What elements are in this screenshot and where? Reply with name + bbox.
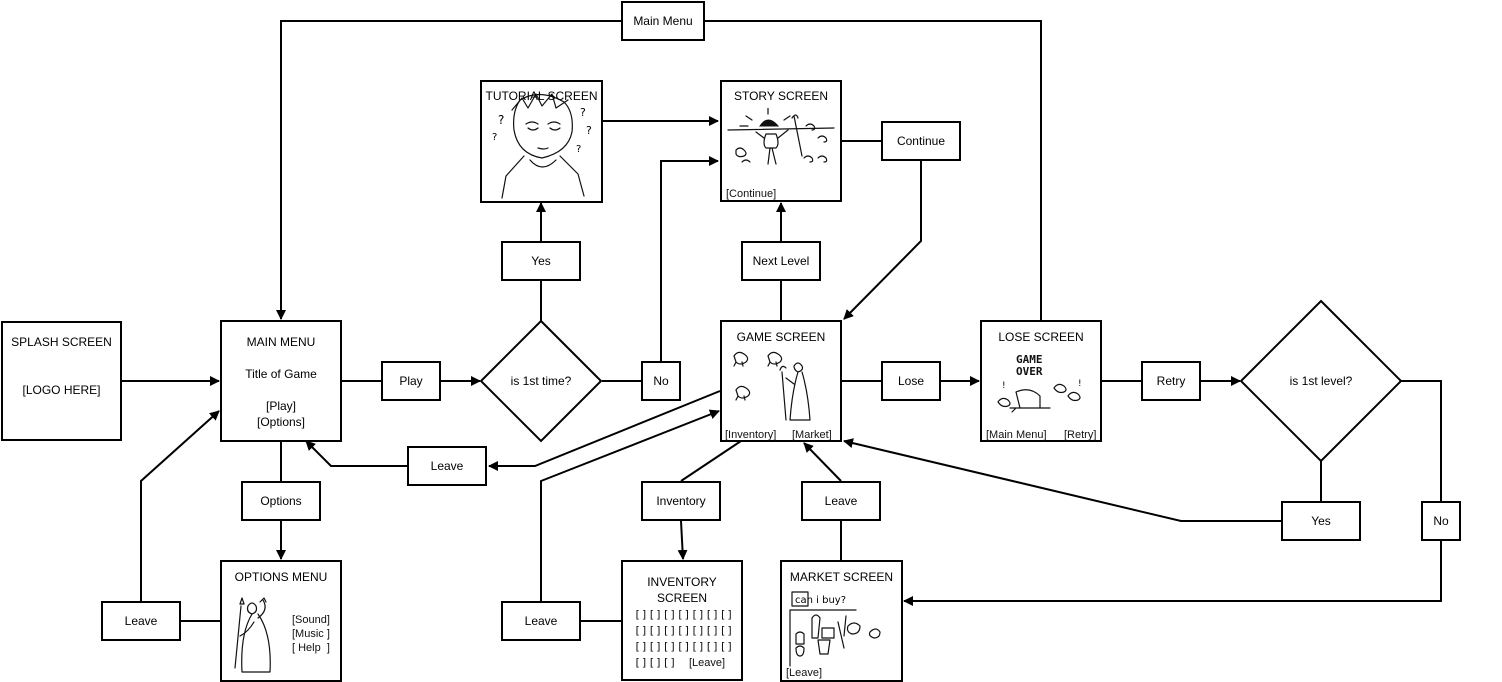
main-menu-game-title: Title of Game: [245, 367, 317, 381]
market-screen-title: MARKET SCREEN: [789, 570, 894, 584]
market-bubble-text: can i buy?: [795, 595, 846, 606]
edge-losescreen-to-mainmenu: [705, 20, 1042, 320]
edge-label-no-story: No: [641, 361, 681, 401]
story-screen-node: STORY SCREEN [Continue]: [720, 80, 842, 202]
edge-label-continue: Continue: [881, 121, 961, 161]
edge-label-leave-options: Leave: [101, 601, 181, 641]
edge-inventory-to-invscreen: [677, 520, 688, 560]
edge-continue-to-game: [843, 161, 922, 320]
edge-label-options: Options: [241, 481, 321, 521]
edge-leave-to-game-2: [803, 442, 842, 482]
splash-screen-node: SPLASH SCREEN [LOGO HERE]: [1, 321, 122, 441]
inventory-grid-row-4: [][][]: [634, 656, 677, 669]
market-leave-button: [Leave]: [786, 667, 823, 679]
edge-mainmenu-label-to-main: [276, 20, 621, 320]
options-music-item: [Music ]: [292, 628, 330, 640]
edge-label-main-menu: Main Menu: [621, 1, 705, 41]
decision-first-time-label: is 1st time?: [510, 374, 572, 388]
options-menu-title: OPTIONS MENU: [234, 570, 328, 584]
inventory-screen-node: INVENTORY SCREEN [][][][][][][] [][][][]…: [621, 560, 743, 681]
game-screen-node: GAME SCREEN [Inventory] [Market]: [720, 320, 842, 442]
edge-label-play: Play: [381, 361, 441, 401]
lose-retry-button: [Retry]: [1064, 429, 1097, 441]
inventory-leave-button: [Leave]: [689, 657, 726, 669]
edge-label-leave-game: Leave: [407, 446, 487, 486]
lose-screen-title: LOSE SCREEN: [998, 330, 1084, 344]
decision-first-level-label: is 1st level?: [1289, 374, 1353, 388]
svg-text:?: ?: [498, 113, 504, 127]
edge-label-yes-tutorial: Yes: [501, 241, 581, 281]
svg-text:?: ?: [586, 124, 592, 137]
edge-leave-to-main-2: [140, 410, 220, 601]
game-market-button: [Market]: [792, 429, 832, 441]
options-help-item: [ Help ]: [292, 642, 330, 654]
svg-text:?: ?: [576, 144, 581, 155]
inventory-screen-title-line1: INVENTORY: [647, 575, 717, 589]
edge-yes-to-game: [843, 438, 1281, 522]
edge-label-retry: Retry: [1141, 361, 1201, 401]
edge-game-to-leave: [488, 390, 721, 471]
edge-label-lose: Lose: [881, 361, 941, 401]
edge-level-to-no: [1401, 380, 1442, 501]
game-inventory-button: [Inventory]: [725, 429, 777, 441]
options-wizard-sketch: [234, 597, 271, 673]
decision-first-level-shape: [1239, 299, 1403, 463]
tutorial-screen-title: TUTORIAL SCREEN: [485, 89, 598, 103]
inventory-screen-title-line2: SCREEN: [656, 591, 707, 605]
edge-label-no-level: No: [1421, 501, 1461, 541]
edge-no-to-story: [660, 156, 719, 361]
tutorial-screen-node: ? ? ? ? ? TUTORIAL SCREEN: [480, 80, 603, 203]
lose-gameover-art-line1: GAME: [1016, 353, 1043, 366]
inventory-grid-row-1: [][][][][][][]: [634, 608, 734, 621]
splash-screen-logo-placeholder: [LOGO HERE]: [22, 383, 101, 397]
edge-label-inventory: Inventory: [641, 481, 721, 521]
story-continue-button: [Continue]: [726, 188, 777, 200]
market-shop-sketch: can i buy?: [789, 591, 881, 667]
edge-label-yes-level: Yes: [1281, 501, 1361, 541]
svg-text:!: !: [1078, 379, 1082, 389]
edge-game-to-inventory: [680, 440, 742, 482]
inventory-grid-row-3: [][][][][][][]: [634, 640, 734, 653]
main-menu-node: MAIN MENU Title of Game [Play] [Options]: [220, 320, 342, 442]
story-scene-sketch: [727, 108, 835, 165]
edge-label-next-level: Next Level: [741, 241, 821, 281]
svg-text:!: !: [1002, 381, 1006, 391]
lose-main-menu-button: [Main Menu]: [986, 429, 1047, 441]
edge-label-leave-market: Leave: [801, 481, 881, 521]
lose-gameover-art-line2: OVER: [1016, 365, 1043, 378]
edge-label-leave-inventory: Leave: [501, 601, 581, 641]
edge-leave-to-game: [540, 409, 720, 601]
edge-no-to-market: [903, 541, 1442, 606]
svg-text:?: ?: [580, 106, 586, 119]
options-sound-item: [Sound]: [292, 614, 330, 626]
splash-screen-title: SPLASH SCREEN: [11, 335, 112, 349]
inventory-grid-row-2: [][][][][][][]: [634, 624, 734, 637]
tutorial-character-sketch: ? ? ? ? ?: [492, 93, 592, 199]
market-screen-node: MARKET SCREEN can i buy? [Leave]: [780, 560, 903, 682]
main-menu-options-option: [Options]: [256, 415, 306, 429]
lose-screen-node: LOSE SCREEN GAME OVER ! ! [Main Menu] [R…: [980, 320, 1102, 442]
svg-text:?: ?: [492, 132, 497, 143]
game-field-sketch: [733, 351, 811, 421]
main-menu-title: MAIN MENU: [246, 335, 316, 349]
lose-scene-sketch: ! !: [997, 379, 1082, 413]
decision-first-time-shape: [479, 319, 603, 443]
options-menu-node: OPTIONS MENU [Sound] [Music ] [ Help ]: [220, 560, 342, 682]
game-screen-title: GAME SCREEN: [736, 330, 826, 344]
main-menu-play-option: [Play]: [265, 399, 296, 413]
story-screen-title: STORY SCREEN: [733, 89, 829, 103]
edge-leave-to-main: [305, 440, 407, 467]
